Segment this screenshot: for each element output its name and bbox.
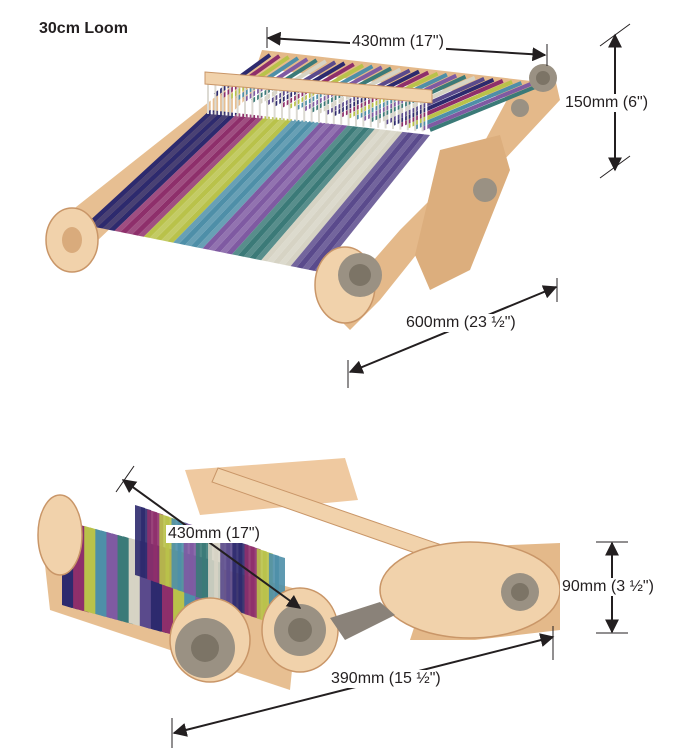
dimension-label-folded-width: 430mm (17"): [166, 525, 262, 543]
dimension-line-folded-width: [121, 479, 302, 609]
knob-icon: [529, 64, 557, 92]
loom-unfolded-illustration: [45, 50, 560, 330]
knob-icon: [501, 573, 539, 611]
dimension-label-folded-height: 90mm (3 ½"): [560, 578, 656, 596]
knob-icon: [511, 99, 529, 117]
knob-icon: [274, 604, 326, 656]
woven-cloth: [85, 53, 541, 272]
dimension-label-top-height: 150mm (6"): [563, 94, 651, 112]
knob-icon: [473, 178, 497, 202]
dimension-label-top-depth: 600mm (23 ½"): [404, 314, 518, 332]
rigid-heddle: [207, 84, 428, 132]
page-title: 30cm Loom: [39, 20, 128, 37]
dimension-label-folded-depth: 390mm (15 ½"): [329, 670, 443, 688]
knob-icon: [338, 253, 382, 297]
knob-icon: [175, 618, 235, 678]
dimension-label-top-width: 430mm (17"): [350, 33, 446, 51]
